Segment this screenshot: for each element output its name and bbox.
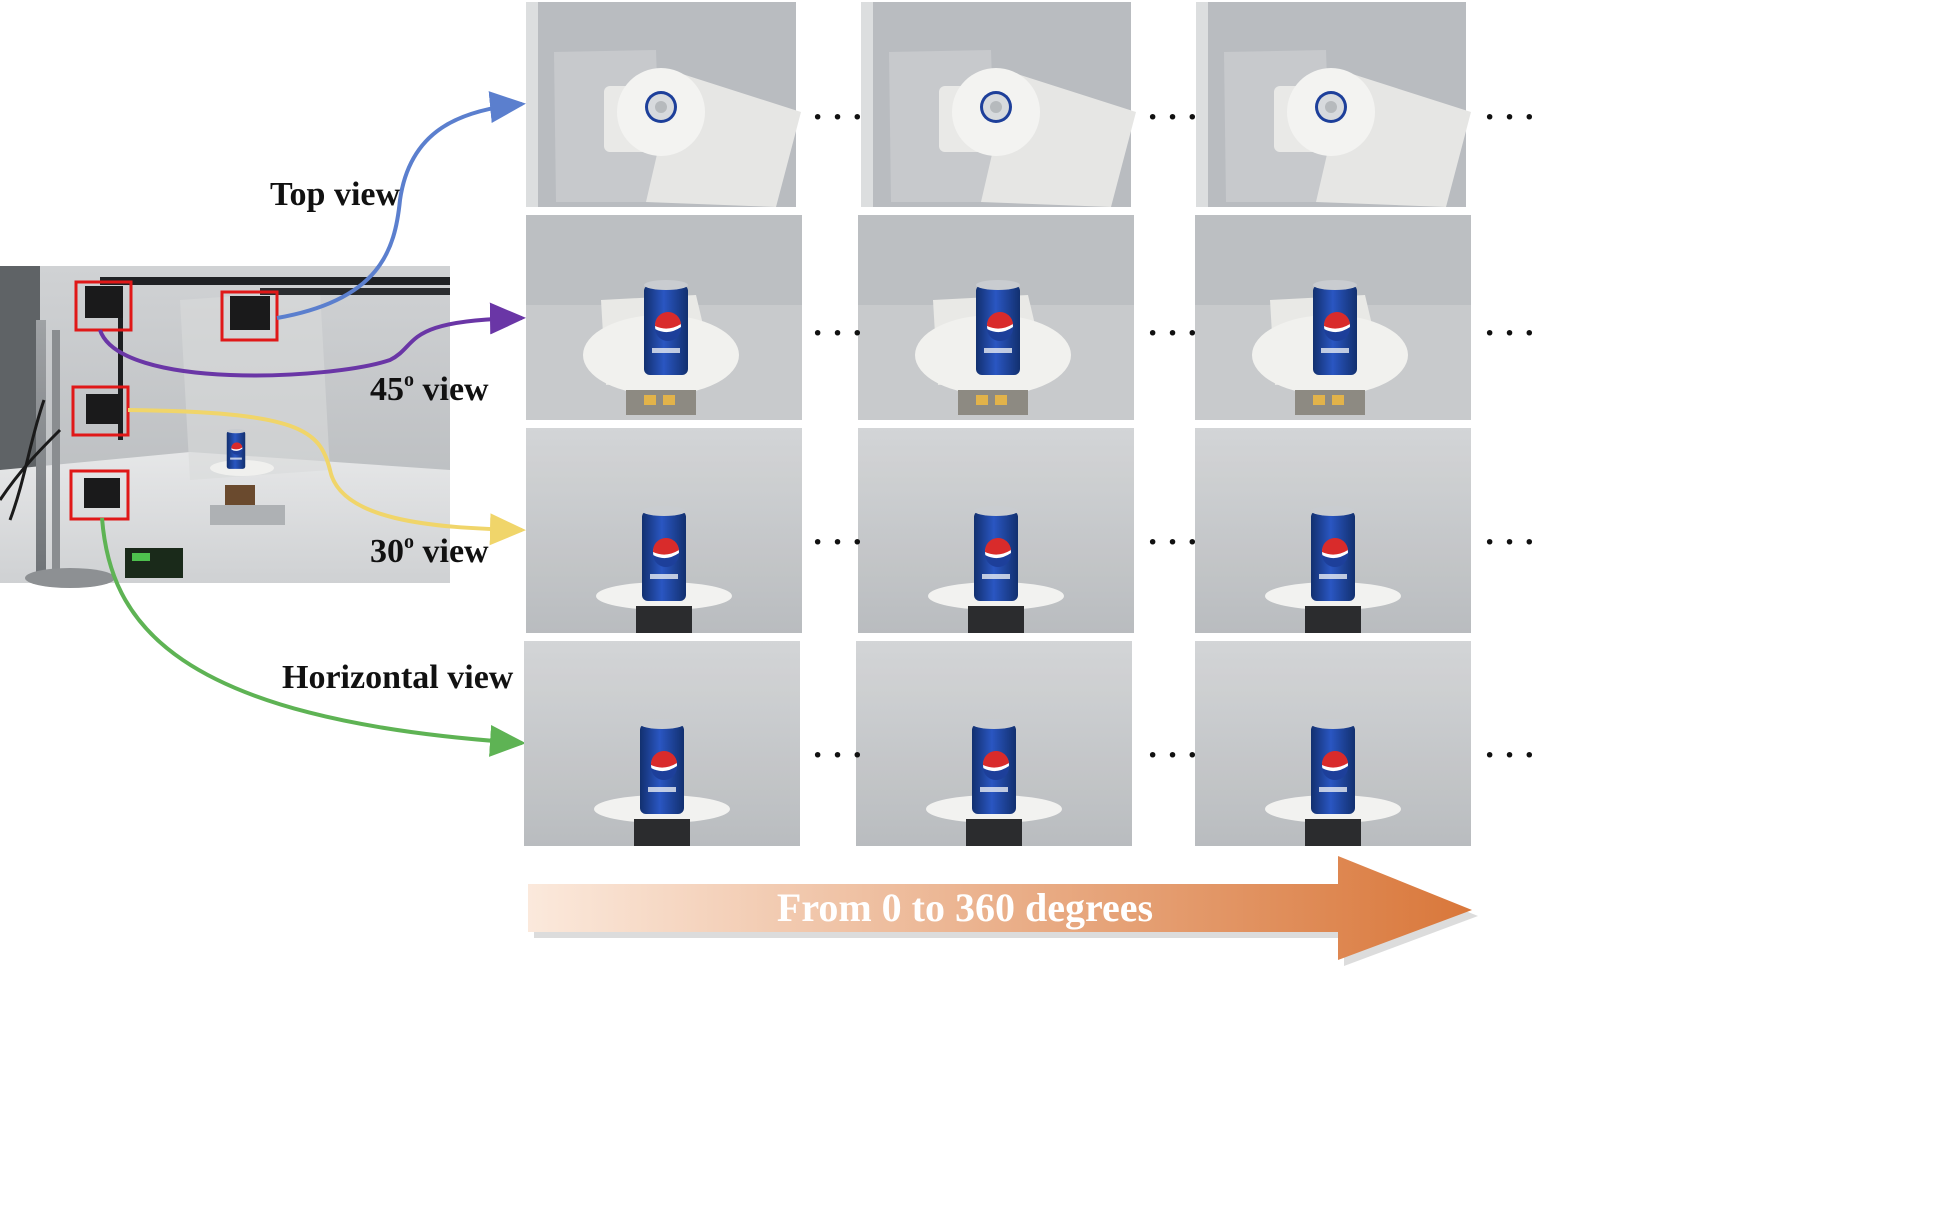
- ellipsis: · · ·: [812, 737, 863, 774]
- camera-45: [85, 286, 123, 318]
- ellipsis: · · ·: [812, 99, 863, 136]
- camera-horizontal: [84, 478, 120, 508]
- ellipsis: · · ·: [1147, 737, 1198, 774]
- 30-view-arrow: [127, 408, 526, 546]
- frame-image: [858, 428, 1134, 633]
- frame-image: [526, 2, 801, 207]
- camera-30: [86, 394, 120, 424]
- ellipsis: · · ·: [1484, 737, 1535, 774]
- camera-highlight-box: [74, 280, 133, 332]
- ellipsis: · · ·: [1484, 99, 1535, 136]
- ellipsis: · · ·: [1484, 524, 1535, 561]
- ellipsis: · · ·: [1147, 524, 1198, 561]
- frame-image: [1195, 428, 1471, 633]
- rotation-arrow: From 0 to 360 degrees: [528, 856, 1478, 966]
- view-row-45: [526, 215, 1471, 420]
- ellipsis: · · ·: [1147, 315, 1198, 352]
- view-row-top: [526, 2, 1471, 207]
- frame-image: [524, 641, 800, 846]
- ellipsis: · · ·: [1484, 315, 1535, 352]
- frame-image: [526, 215, 802, 420]
- view-row-30: [526, 428, 1471, 633]
- 45-view-arrow: [98, 302, 526, 378]
- ellipsis: · · ·: [1147, 99, 1198, 136]
- top-view-arrow: [276, 91, 526, 320]
- frame-image: [861, 2, 1136, 207]
- frame-image: [526, 428, 802, 633]
- frame-image: [858, 215, 1134, 420]
- horizontal-view-label: Horizontal view: [282, 659, 514, 696]
- camera-top: [230, 296, 270, 330]
- top-view-label: Top view: [270, 176, 401, 213]
- ellipsis: · · ·: [812, 524, 863, 561]
- rotation-arrow-label: From 0 to 360 degrees: [777, 885, 1153, 930]
- frame-image: [1195, 641, 1471, 846]
- ellipsis-group: · · · · · · · · · · · · · · · · · · · · …: [812, 99, 1535, 774]
- camera-highlight-box: [69, 469, 130, 521]
- frame-image: [1196, 2, 1471, 207]
- rig-photo: [0, 266, 450, 588]
- frame-image: [856, 641, 1132, 846]
- ellipsis: · · ·: [812, 315, 863, 352]
- horizontal-view-arrow: [100, 517, 526, 757]
- 45-view-label: 45o view: [370, 369, 489, 408]
- view-row-horizontal: [524, 641, 1471, 846]
- 30-view-label: 30o view: [370, 531, 489, 570]
- frame-image: [1195, 215, 1471, 420]
